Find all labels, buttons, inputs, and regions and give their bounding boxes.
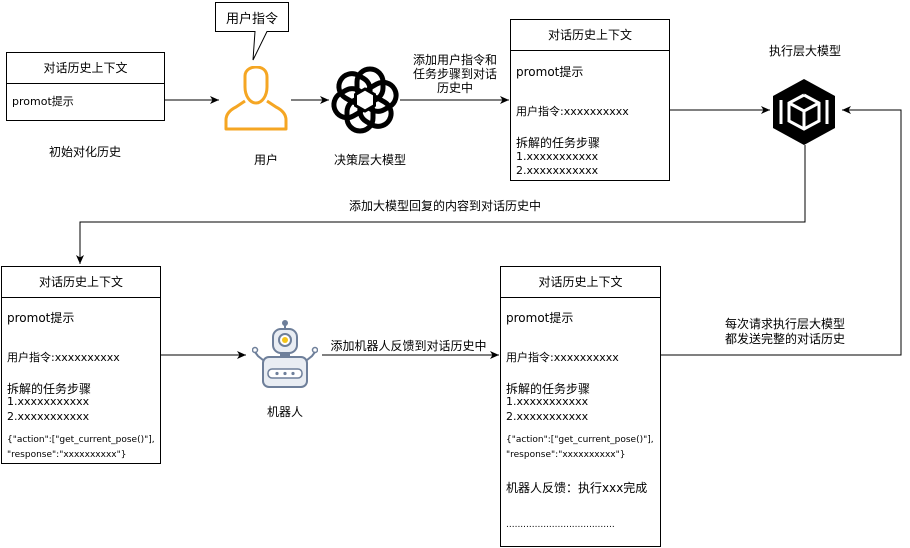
robot-label: 机器人 (266, 405, 303, 419)
history-box-2: 对话历史上下文 promot提示 用户指令:xxxxxxxxxx 拆解的任务步骤… (1, 266, 161, 464)
user-icon (224, 65, 288, 131)
history-box-3-instruction: 用户指令:xxxxxxxxxx (506, 351, 619, 364)
edge-label-add-feedback: 添加机器人反馈到对话历史中 (330, 339, 487, 353)
edge-label-each-request: 每次请求执行层大模型 都发送完整的对话历史 (700, 317, 870, 347)
user-bubble: 用户指令 (215, 2, 290, 62)
history-box-3-title: 对话历史上下文 (501, 267, 660, 298)
exec-model-cube-icon (773, 79, 835, 145)
history-box-2-response: "response":"xxxxxxxxxx"} (7, 450, 127, 460)
history-box-1: 对话历史上下文 promot提示 用户指令:xxxxxxxxxx 拆解的任务步骤… (510, 19, 670, 181)
exec-model-node (772, 78, 836, 146)
edge-label-line: 每次请求执行层大模型 (724, 317, 845, 331)
history-box-1-steps-title: 拆解的任务步骤 (516, 136, 601, 150)
history-box-3-ellipsis: ...................................... (506, 520, 615, 530)
history-box-3-action: {"action":["get_current_pose()"], (506, 435, 654, 445)
history-box-1-step: 1.xxxxxxxxxxx (516, 150, 599, 163)
speech-bubble-icon (215, 2, 289, 61)
history-box-2-action: {"action":["get_current_pose()"], (7, 435, 155, 445)
robot-node (251, 320, 319, 390)
openai-knot-icon (331, 66, 399, 134)
edge-label-add-reply: 添加大模型回复的内容到对话历史中 (348, 199, 541, 213)
user-label: 用户 (253, 153, 278, 167)
history-box-2-step: 2.xxxxxxxxxxx (7, 410, 90, 423)
history-box-3-feedback: 机器人反馈：执行xxx完成 (506, 481, 648, 495)
history-box-3-steps-title: 拆解的任务步骤 (506, 382, 591, 396)
edge-label-line: 都发送完整的对话历史 (724, 332, 845, 346)
decision-model-node (330, 65, 400, 135)
history-box-2-steps-title: 拆解的任务步骤 (7, 382, 92, 396)
robot-icon (251, 320, 319, 388)
history-box-1-step: 2.xxxxxxxxxxx (516, 164, 599, 177)
history-box-2-step: 1.xxxxxxxxxxx (7, 395, 90, 408)
history-box-3: 对话历史上下文 promot提示 用户指令:xxxxxxxxxx 拆解的任务步骤… (500, 266, 661, 547)
history-box-2-instruction: 用户指令:xxxxxxxxxx (7, 351, 120, 364)
edge-label-line: 添加用户指令和 (412, 53, 497, 67)
history-box-3-response: "response":"xxxxxxxxxx"} (506, 450, 626, 460)
decision-model-label: 决策层大模型 (333, 153, 406, 167)
initial-history-title: 对话历史上下文 (7, 53, 164, 84)
history-box-3-prompt: promot提示 (506, 311, 574, 325)
edge-history3-to-exec (661, 106, 902, 356)
edge-label-add-instruction: 添加用户指令和 任务步骤到对话 历史中 (400, 53, 510, 95)
edge-exec-to-history2 (76, 145, 806, 264)
history-box-3-step: 1.xxxxxxxxxxx (506, 395, 589, 408)
history-box-1-instruction: 用户指令:xxxxxxxxxx (516, 105, 629, 118)
initial-history-box: 对话历史上下文 promot提示 (6, 52, 165, 121)
history-box-1-title: 对话历史上下文 (511, 20, 669, 51)
history-box-2-title: 对话历史上下文 (2, 267, 160, 298)
edge-label-line: 任务步骤到对话 (412, 67, 497, 81)
history-box-1-prompt: promot提示 (516, 65, 584, 79)
user-node (222, 65, 290, 132)
user-bubble-text: 用户指令 (225, 12, 278, 27)
edge-label-line: 历史中 (436, 81, 473, 95)
initial-history-caption: 初始对化历史 (48, 145, 121, 159)
history-box-3-step: 2.xxxxxxxxxxx (506, 410, 589, 423)
exec-model-label: 执行层大模型 (768, 44, 841, 58)
initial-history-prompt: promot提示 (12, 95, 74, 108)
history-box-2-prompt: promot提示 (7, 311, 75, 325)
